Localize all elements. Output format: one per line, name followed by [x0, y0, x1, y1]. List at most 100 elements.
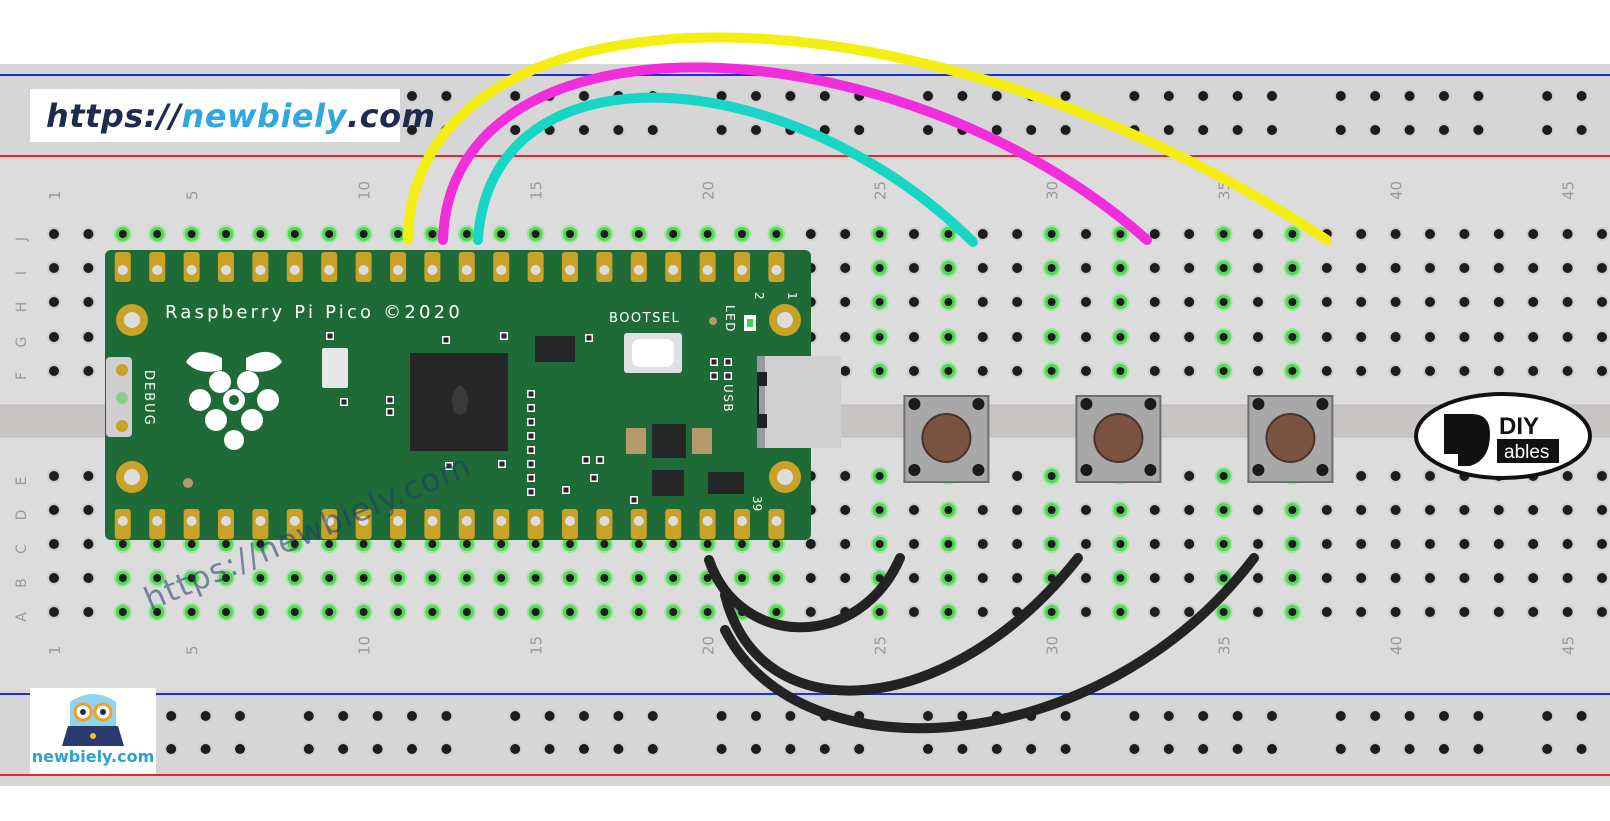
hole-center: [290, 608, 299, 616]
breadboard-hole: [1560, 503, 1575, 517]
smd-part-body: [725, 373, 731, 379]
hole-center: [1288, 367, 1297, 375]
breadboard-hole: [1457, 605, 1472, 619]
breadboard-hole: [1595, 261, 1609, 275]
column-number-bottom: 30: [1044, 636, 1062, 655]
column-number-bottom: 15: [528, 636, 546, 655]
breadboard-hole: [907, 571, 921, 585]
breadboard-hole: [1595, 364, 1609, 378]
hole-center: [875, 298, 884, 306]
hole-center: [256, 608, 265, 616]
rail-hole: [1161, 89, 1176, 103]
usb-label: USB: [721, 384, 735, 413]
hole-center: [1047, 506, 1056, 514]
breadboard-hole: [1182, 227, 1197, 241]
hole-center: [634, 608, 643, 616]
hole-center: [428, 574, 437, 582]
breadboard-hole: [1147, 537, 1162, 551]
row-letter: A: [14, 612, 30, 622]
breadboard-hole: [47, 605, 61, 619]
rail-hole: [1230, 709, 1245, 723]
push-button-pin: [1316, 464, 1329, 476]
rail-hole: [577, 709, 591, 723]
rail-hole: [1196, 123, 1211, 137]
hole-center: [428, 230, 437, 238]
hole-center: [118, 608, 127, 616]
hole-center: [944, 574, 953, 582]
newbiely-logo-text: newbiely.com: [31, 747, 155, 766]
pin-pad-hole: [530, 516, 541, 526]
breadboard-hole: [1491, 571, 1506, 585]
column-number-bottom: 10: [356, 636, 374, 655]
hole-center: [772, 540, 781, 548]
breadboard-hole: [907, 330, 921, 344]
rail-hole: [1333, 742, 1348, 756]
rail-hole: [749, 742, 763, 756]
hole-center: [738, 230, 746, 238]
breadboard-hole: [1079, 605, 1093, 619]
smd-part-body: [631, 497, 637, 503]
breadboard-hole: [1182, 330, 1197, 344]
breadboard-hole: [1526, 364, 1541, 378]
pin-pad-hole: [702, 265, 713, 275]
hole-center: [1047, 367, 1056, 375]
breadboard-hole: [47, 503, 61, 517]
rail-hole: [1368, 123, 1383, 137]
hole-center: [944, 367, 953, 375]
hole-center: [256, 574, 265, 582]
rail-hole: [439, 89, 454, 103]
breadboard-hole: [81, 295, 96, 309]
rail-hole: [508, 123, 523, 137]
breadboard-hole: [1147, 571, 1162, 585]
breadboard-hole: [1560, 295, 1575, 309]
rail-hole: [1333, 709, 1348, 723]
rail-hole: [542, 709, 557, 723]
breadboard-hole: [1457, 503, 1472, 517]
rail-hole: [233, 742, 247, 756]
breadboard-hole: [47, 227, 61, 241]
rail-hole: [1437, 89, 1451, 103]
hole-center: [394, 230, 402, 238]
breadboard-hole: [47, 295, 61, 309]
pin-pad-hole: [152, 516, 163, 526]
rail-hole: [1127, 89, 1142, 103]
hole-center: [359, 540, 368, 548]
breadboard-hole: [1079, 261, 1093, 275]
hole-center: [669, 230, 678, 238]
breadboard-hole: [1182, 537, 1197, 551]
pin-pad-hole: [393, 265, 403, 275]
hole-center: [1116, 574, 1125, 582]
rail-hole: [1368, 709, 1383, 723]
rail-hole: [1265, 709, 1279, 723]
breadboard-hole: [1457, 261, 1472, 275]
breadboard-hole: [1319, 571, 1334, 585]
rail-hole: [1333, 123, 1348, 137]
rail-hole: [439, 709, 454, 723]
rail-hole: [645, 742, 660, 756]
column-number-top: 5: [184, 190, 202, 200]
hole-center: [1219, 230, 1228, 238]
push-button-pin: [1316, 398, 1329, 410]
hole-center: [738, 540, 746, 548]
rail-hole: [164, 742, 179, 756]
breadboard-hole: [81, 261, 96, 275]
hole-center: [497, 540, 506, 548]
hole-center: [600, 608, 609, 616]
pin-pad-hole: [427, 516, 438, 526]
pin-pad-hole: [289, 265, 300, 275]
pin-pad-hole: [461, 265, 472, 275]
column-number-top: 10: [356, 181, 374, 200]
push-button-pin: [908, 398, 921, 410]
rail-hole: [817, 89, 832, 103]
breadboard-hole: [1354, 364, 1369, 378]
breadboard-hole: [838, 469, 853, 483]
push-button-pin: [1080, 398, 1093, 410]
rail-hole: [1196, 709, 1211, 723]
row-letter: G: [14, 337, 30, 348]
rail-hole: [1540, 89, 1555, 103]
hole-center: [1288, 230, 1297, 238]
rail-hole: [1402, 123, 1417, 137]
breadboard-hole: [975, 605, 990, 619]
rail-hole: [405, 742, 419, 756]
hole-center: [325, 574, 334, 582]
